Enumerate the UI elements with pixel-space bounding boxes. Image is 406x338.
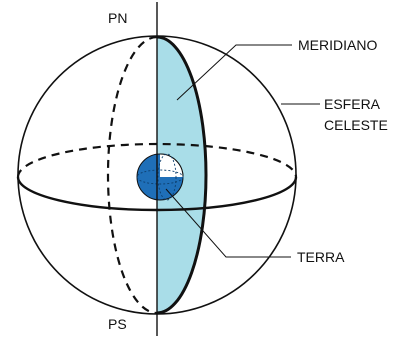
earth-upper-right-outline bbox=[159, 153, 184, 178]
north-pole-label: PN bbox=[108, 10, 128, 26]
equator-back-dashed bbox=[16, 142, 298, 178]
meridian-back-dashed bbox=[106, 35, 158, 315]
celestial-sphere-label-line1: ESFERA bbox=[324, 96, 381, 112]
meridian-label: MERIDIANO bbox=[298, 37, 378, 53]
earth-label: TERRA bbox=[297, 249, 345, 265]
south-pole-label: PS bbox=[108, 316, 127, 332]
earth-meridian bbox=[157, 153, 177, 201]
celestial-sphere-label-line2: CELESTE bbox=[324, 117, 388, 133]
earth-equator bbox=[136, 169, 184, 185]
meridian-leader-line bbox=[176, 44, 292, 101]
earth-highlight bbox=[160, 154, 183, 177]
meridian-front-arc bbox=[156, 35, 208, 315]
earth-leader-line bbox=[165, 188, 291, 258]
